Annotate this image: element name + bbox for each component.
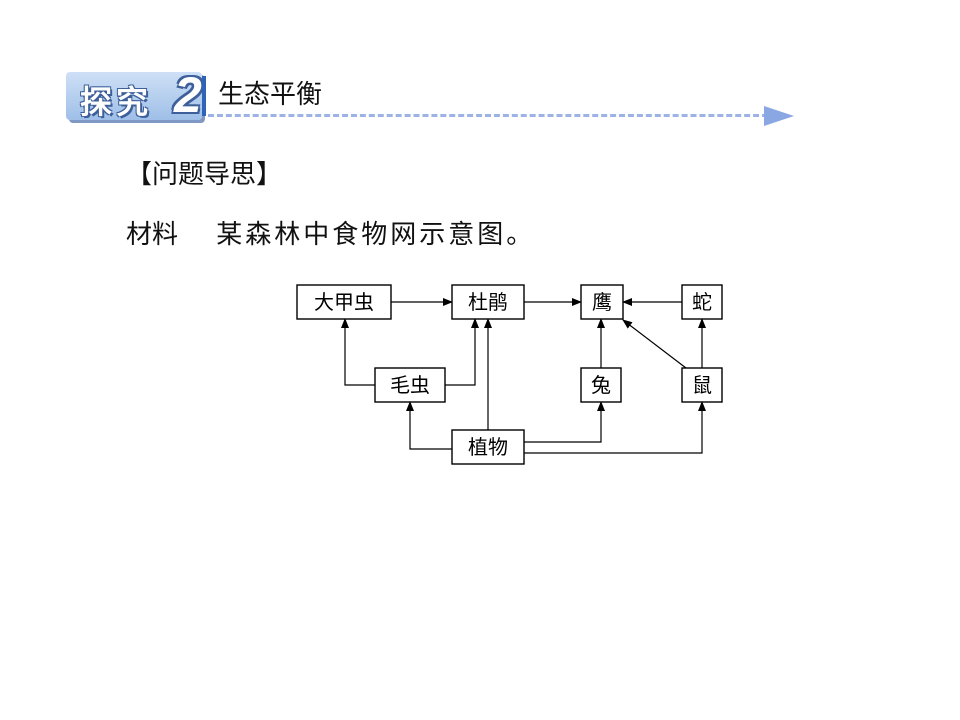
food-web-edges [341,298,706,454]
edge-plant-to-caterpillar [406,401,452,450]
node-label-rabbit: 兔 [591,373,611,397]
section-title: 生态平衡 [218,80,323,110]
subheading: 【问题导思】 [126,160,283,190]
material-label: 材料 [126,220,179,250]
badge-text: 探究 [80,83,153,121]
node-box-mouse [681,367,723,403]
material-line: 材料 某森林中食物网示意图。 [126,214,535,251]
section-header: 探究 2 生态平衡 [62,64,802,128]
node-cuckoo: 杜鹃 [451,284,525,320]
node-label-beetle: 大甲虫 [314,290,374,314]
edge-mouse-to-eagle [622,319,687,369]
node-box-snake [681,284,723,320]
node-plant: 植物 [451,429,525,465]
node-snake: 蛇 [681,284,723,320]
node-box-beetle [296,284,392,320]
node-label-caterpillar: 毛虫 [390,373,430,397]
edge-plant-to-rabbit [524,401,605,443]
node-label-eagle: 鹰 [592,290,612,314]
arrow-right-icon [764,106,794,126]
node-label-snake: 蛇 [692,290,712,314]
node-box-eagle [580,284,624,320]
node-rabbit: 兔 [580,367,622,403]
node-box-plant [451,429,525,465]
section-badge: 探究 2 [66,67,202,123]
node-mouse: 鼠 [681,367,723,403]
badge-number: 2 [174,67,202,123]
dashed-line [208,114,768,117]
node-eagle: 鹰 [580,284,624,320]
edge-caterpillar-to-beetle [341,318,375,386]
food-web-nodes: 大甲虫 杜鹃 鹰 蛇毛虫 兔 鼠植物 [296,284,723,465]
material-text: 某森林中食物网示意图。 [216,220,536,250]
node-beetle: 大甲虫 [296,284,392,320]
node-label-cuckoo: 杜鹃 [468,290,508,314]
header-divider [202,76,206,116]
node-box-rabbit [580,367,622,403]
edge-plant-to-mouse [524,401,706,454]
node-box-caterpillar [374,367,446,403]
node-box-cuckoo [451,284,525,320]
node-label-mouse: 鼠 [692,373,712,397]
node-caterpillar: 毛虫 [374,367,446,403]
node-label-plant: 植物 [468,435,508,459]
edge-caterpillar-to-cuckoo [445,318,479,386]
